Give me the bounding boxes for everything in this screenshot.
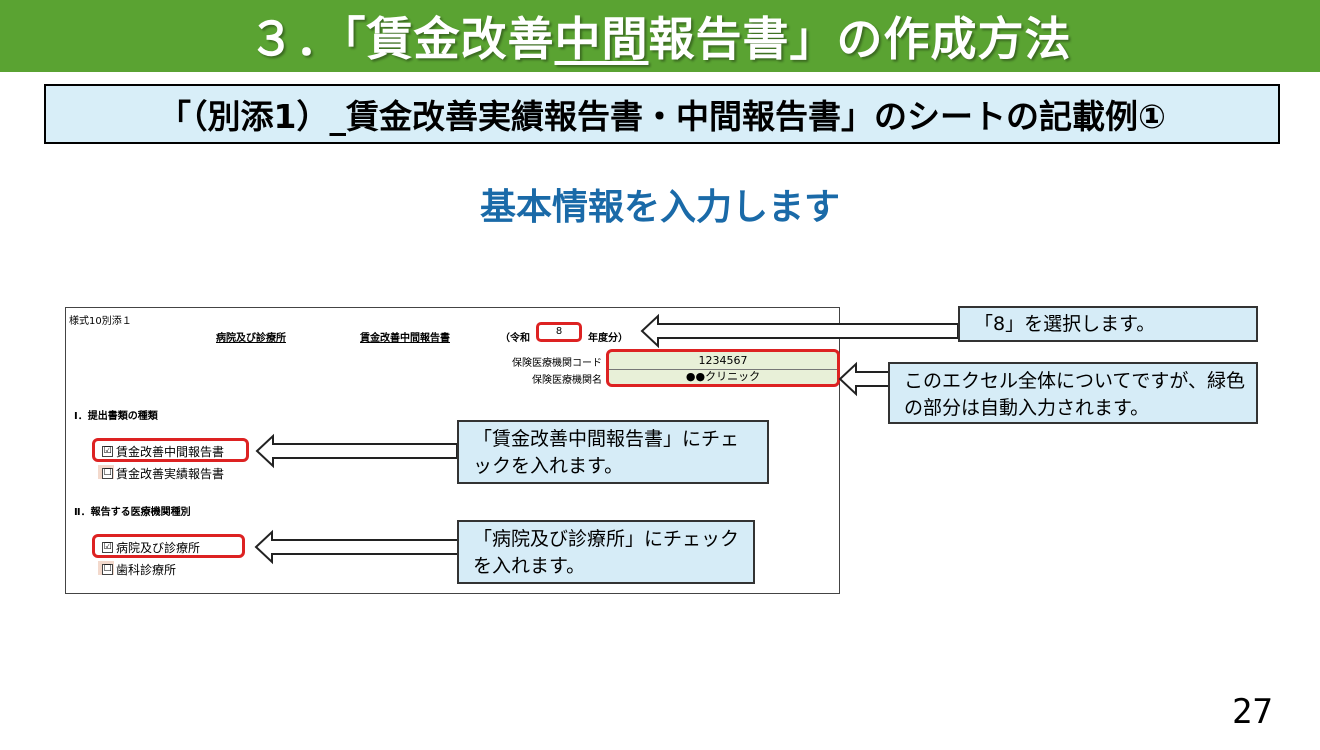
checkbox-unchecked-icon[interactable]: ☐	[102, 564, 113, 575]
report-title: 賃金改善中間報告書	[360, 333, 450, 344]
interim-report-option[interactable]: ☑ 賃金改善中間報告書	[102, 443, 224, 460]
arrow-to-facility-icon	[254, 529, 459, 565]
facility-type-header: 病院及び診療所	[216, 333, 286, 344]
checkbox-checked-icon[interactable]: ☑	[102, 542, 113, 553]
callout-year: 「8」を選択します。	[958, 306, 1258, 342]
year-value: 8	[555, 326, 563, 337]
code-label: 保険医療機関コード	[512, 358, 602, 369]
section1-heading: Ⅰ．提出書類の種類	[74, 411, 158, 422]
subtitle-text: 「（別添1）_賃金改善実績報告書・中間報告書」のシートの記載例①	[158, 97, 1166, 136]
page-number: 27	[1232, 692, 1273, 732]
callout-interim: 「賃金改善中間報告書」にチェックを入れます。	[457, 420, 769, 484]
option-label: 賃金改善実績報告書	[116, 467, 225, 481]
checkbox-checked-icon[interactable]: ☑	[102, 446, 113, 457]
option-label: 賃金改善中間報告書	[116, 445, 225, 459]
facility-highlight	[92, 534, 245, 558]
dental-clinic-option[interactable]: ☐ 歯科診療所	[102, 561, 176, 578]
name-value: ●●クリニック	[685, 370, 761, 383]
arrow-to-autofill-icon	[838, 361, 891, 397]
code-value: 1234567	[609, 353, 837, 370]
title-prefix: ３．「賃金改善	[248, 12, 555, 66]
auto-fill-fields: 1234567 ●●クリニック	[606, 349, 840, 387]
year-open: （令和	[500, 333, 530, 344]
year-close: 年度分）	[588, 333, 628, 344]
lead-text: 基本情報を入力します	[479, 187, 840, 228]
name-label: 保険医療機関名	[532, 375, 602, 386]
option-label: 病院及び診療所	[116, 541, 201, 555]
section2-heading: Ⅱ．報告する医療機関種別	[74, 507, 191, 518]
title-bar: ３．「賃金改善中間報告書」の作成方法	[0, 0, 1320, 72]
page-title: ３．「賃金改善中間報告書」の作成方法	[249, 3, 1072, 69]
subtitle-box: 「（別添1）_賃金改善実績報告書・中間報告書」のシートの記載例①	[44, 84, 1280, 144]
checkbox-unchecked-icon[interactable]: ☐	[102, 468, 113, 479]
option-label: 歯科診療所	[116, 563, 177, 577]
form-id: 様式10別添１	[69, 316, 132, 327]
actual-report-option[interactable]: ☐ 賃金改善実績報告書	[102, 465, 224, 482]
year-select[interactable]: 8	[536, 322, 582, 342]
hospital-clinic-option[interactable]: ☑ 病院及び診療所	[102, 539, 200, 556]
callout-facility: 「病院及び診療所」にチェックを入れます。	[457, 520, 755, 584]
title-underlined: 中間	[554, 12, 649, 66]
interim-highlight	[92, 438, 249, 462]
callout-autofill: このエクセル全体についてですが、緑色の部分は自動入力されます。	[888, 362, 1258, 424]
arrow-to-year-icon	[640, 313, 959, 349]
title-suffix: 報告書」の作成方法	[648, 12, 1072, 66]
arrow-to-interim-icon	[255, 433, 458, 469]
